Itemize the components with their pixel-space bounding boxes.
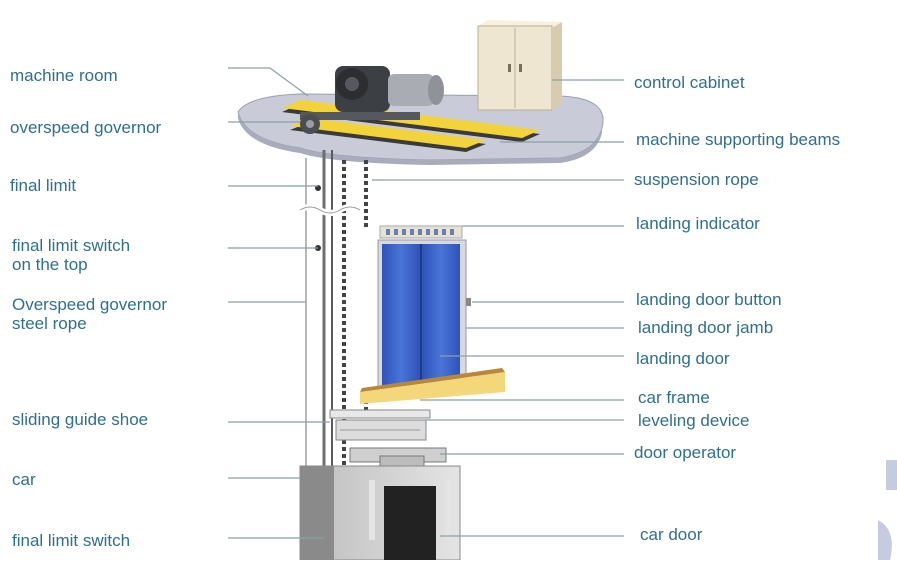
label-machine-supporting-beams: machine supporting beams [636,130,841,149]
left-leader-lines [228,67,330,539]
car-shape [299,465,461,561]
landing-door-shape [377,239,471,391]
label-control-cabinet: control cabinet [634,73,745,92]
car-frame-shape [329,409,431,441]
label-final-limit-switch: final limit switch [12,531,131,550]
label-final-limit-switch-top: final limit switch on the top [12,236,130,274]
landing-sill [360,368,505,404]
label-car: car [12,470,36,489]
label-landing-door: landing door [636,349,730,368]
landing-indicator-shape [379,225,463,239]
label-machine-room: machine room [10,66,118,85]
label-suspension-rope: suspension rope [634,170,759,189]
label-car-door: car door [640,525,703,544]
label-landing-indicator: landing indicator [636,214,760,233]
label-line: steel rope [12,314,87,333]
overspeed-governor-shape [300,114,320,134]
edge-mark-lower [878,520,892,560]
label-governor-steel-rope: Overspeed governor steel rope [12,295,167,333]
label-landing-door-button: landing door button [636,290,782,309]
label-door-operator: door operator [634,443,737,462]
label-landing-door-jamb: landing door jamb [638,318,774,337]
traction-machine [300,66,444,120]
label-final-limit: final limit [10,176,77,195]
label-overspeed-governor: overspeed governor [10,118,162,137]
edge-mark [886,460,897,490]
label-car-frame: car frame [638,388,710,407]
label-line: Overspeed governor [12,295,167,314]
label-line: on the top [12,255,88,274]
right-leader-lines [372,79,624,537]
label-sliding-guide-shoe: sliding guide shoe [12,410,149,429]
label-line: final limit switch [12,236,131,255]
label-leveling-device: leveling device [638,411,750,430]
control-cabinet-shape [477,20,562,111]
